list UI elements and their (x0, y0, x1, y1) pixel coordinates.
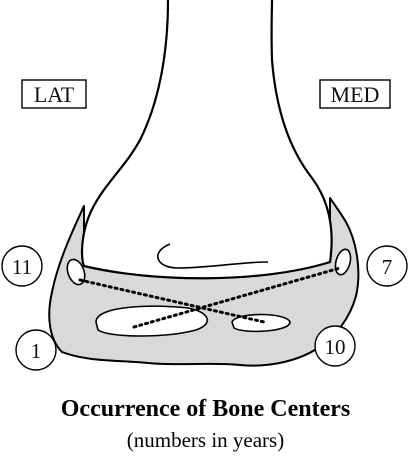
humerus-shaft (80, 0, 333, 280)
age-circle-upper-right (366, 245, 408, 287)
dotted-line-lateral-to-trochlea (78, 278, 266, 324)
dotted-line-capitellum-to-medial (132, 266, 342, 329)
age-upper-left: 11 (12, 255, 32, 279)
age-upper-right: 7 (382, 255, 393, 279)
lateral-label-box (21, 79, 87, 109)
medial-label-box (319, 79, 391, 109)
caption-subtitle: (numbers in years) (126, 428, 285, 452)
lateral-epicondyle-center (66, 258, 86, 286)
age-lower-left: 1 (31, 339, 42, 363)
olecranon-fossa-line (157, 243, 269, 269)
age-circle-upper-left (1, 245, 43, 287)
age-circle-lower-left (15, 329, 57, 371)
medial-label: MED (331, 82, 380, 107)
lateral-label: LAT (34, 82, 75, 107)
caption-title: Occurrence of Bone Centers (60, 396, 351, 422)
age-lower-right: 10 (325, 335, 346, 359)
age-circle-lower-right (314, 325, 356, 367)
